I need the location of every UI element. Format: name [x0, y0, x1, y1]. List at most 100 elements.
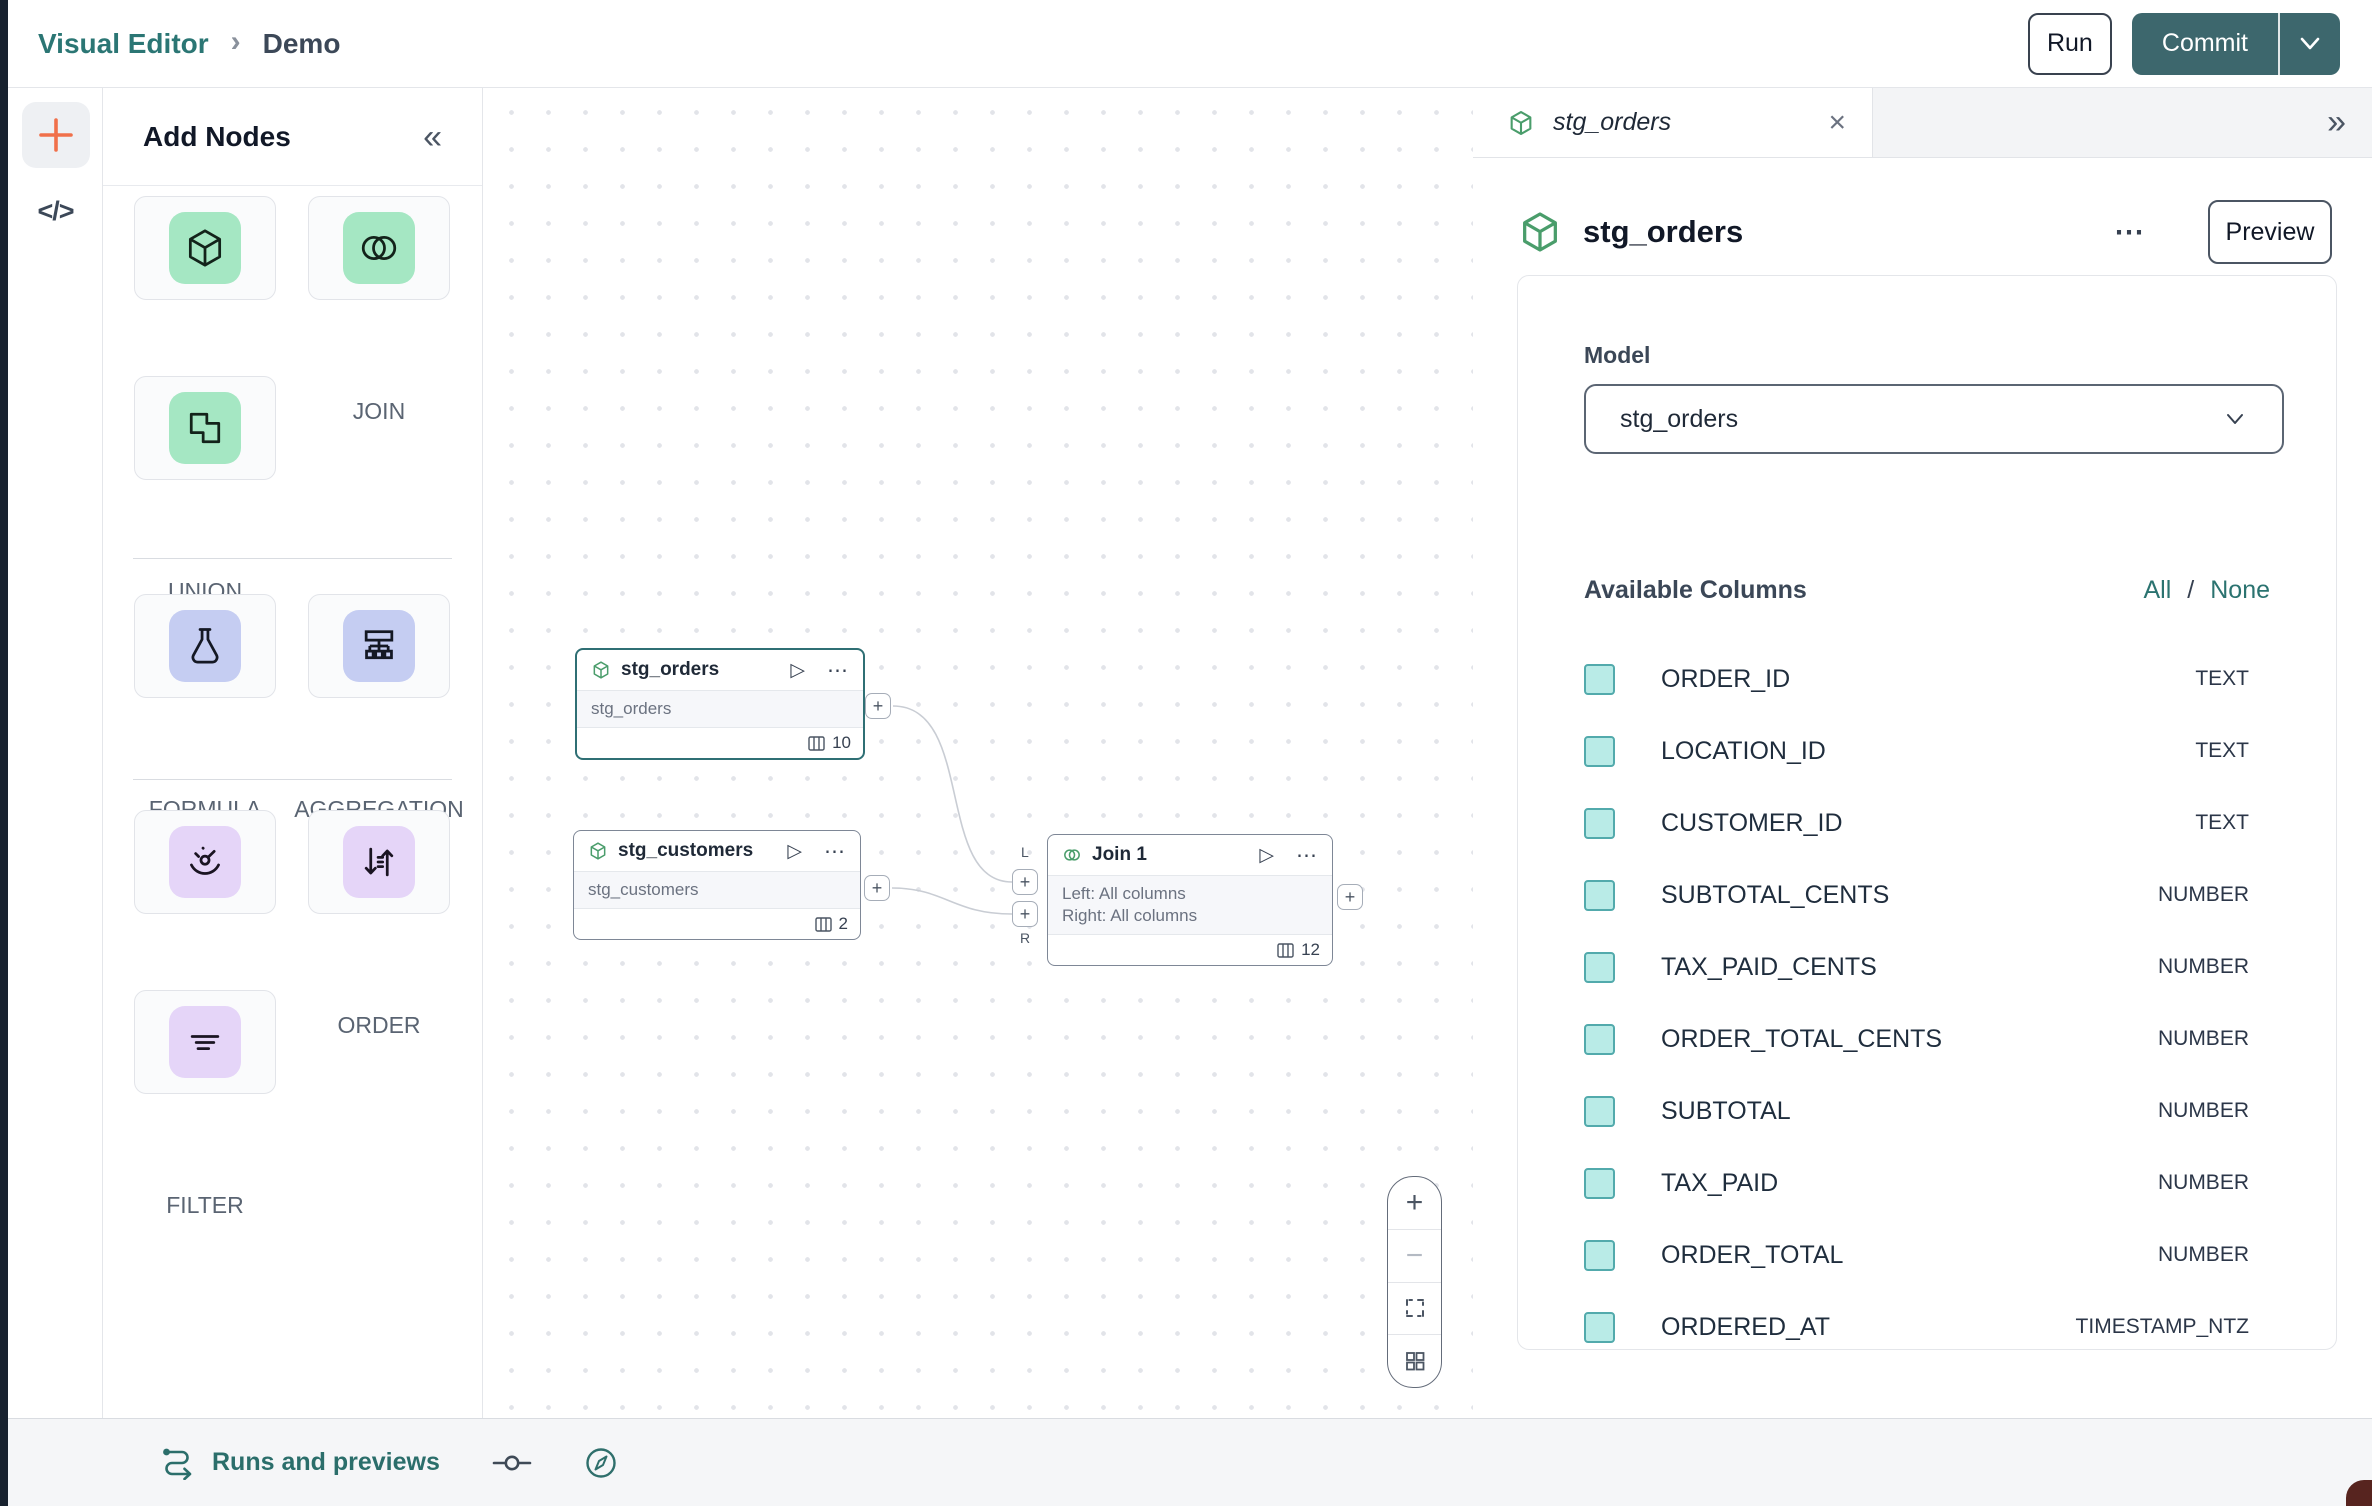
cube-icon: [169, 212, 241, 284]
palette-item-join[interactable]: [308, 196, 450, 300]
play-icon[interactable]: ▷: [787, 840, 802, 862]
column-checkbox[interactable]: [1584, 1023, 1615, 1055]
explore-button[interactable]: [584, 1446, 618, 1480]
column-type: TEXT: [2195, 811, 2249, 834]
tab-stg-orders[interactable]: stg_orders ×: [1473, 88, 1873, 157]
code-view-button[interactable]: </>: [37, 196, 74, 226]
collapse-panel-icon[interactable]: «: [423, 117, 442, 156]
add-node-button[interactable]: [22, 102, 90, 168]
grid-icon: [1405, 1352, 1424, 1371]
fit-view-button[interactable]: [1388, 1281, 1441, 1335]
ellipsis-icon[interactable]: ⋯: [2114, 215, 2146, 249]
column-name: SUBTOTAL_CENTS: [1661, 880, 1890, 909]
column-count: 12: [1301, 940, 1320, 959]
runs-and-previews-label: Runs and previews: [212, 1448, 440, 1476]
select-all-link[interactable]: All: [2143, 576, 2172, 604]
port-join-right-input[interactable]: +: [1012, 901, 1038, 927]
zoom-out-button[interactable]: −: [1388, 1228, 1441, 1282]
port-stg-customers-output[interactable]: +: [864, 875, 890, 901]
palette-item-model[interactable]: [134, 196, 276, 300]
auto-layout-button[interactable]: [1388, 1334, 1441, 1387]
ellipsis-icon[interactable]: ⋯: [827, 658, 849, 682]
topbar-actions: Run Commit: [2027, 12, 2340, 75]
column-name: LOCATION_ID: [1661, 736, 1826, 765]
ellipsis-icon[interactable]: ⋯: [1296, 843, 1318, 867]
column-checkbox[interactable]: [1584, 1095, 1615, 1127]
column-checkbox[interactable]: [1584, 1239, 1615, 1271]
preview-button[interactable]: Preview: [2208, 200, 2332, 264]
column-row: SUBTOTAL NUMBER: [1518, 1075, 2336, 1147]
cube-icon: [590, 842, 606, 860]
palette-item-formula[interactable]: [134, 594, 276, 698]
port-stg-orders-output[interactable]: +: [865, 693, 891, 719]
breadcrumb-visual-editor[interactable]: Visual Editor: [38, 27, 209, 59]
inspector-panel: stg_orders × » stg_orders ⋯ Preview Mode…: [1473, 88, 2372, 1418]
run-button[interactable]: Run: [2027, 12, 2112, 75]
runs-and-previews-button[interactable]: Runs and previews: [160, 1446, 440, 1480]
port-join-output[interactable]: +: [1337, 884, 1363, 910]
node-title: Join 1: [1092, 844, 1147, 865]
column-type: NUMBER: [2157, 883, 2249, 906]
column-checkbox[interactable]: [1584, 1311, 1615, 1343]
palette-item-aggregation[interactable]: [308, 594, 450, 698]
commit-dropdown-button[interactable]: [2280, 13, 2340, 75]
breadcrumb: Visual Editor › Demo: [38, 24, 340, 61]
expand-panel-icon[interactable]: »: [2327, 103, 2346, 141]
model-select[interactable]: stg_orders: [1584, 384, 2284, 454]
node-config-card: Model stg_orders Available Columns All /…: [1517, 275, 2337, 1350]
node-stg-customers[interactable]: stg_customers ▷ ⋯ stg_customers 2: [573, 830, 861, 940]
commit-button[interactable]: Commit: [2161, 29, 2248, 57]
git-commit-button[interactable]: [492, 1452, 532, 1474]
available-columns-title: Available Columns: [1584, 576, 1807, 604]
palette-divider: [133, 558, 452, 559]
column-name: ORDER_TOTAL: [1661, 1240, 1844, 1269]
column-checkbox[interactable]: [1584, 951, 1615, 983]
palette-item-filter[interactable]: [134, 990, 276, 1094]
commit-split-button: Commit: [2131, 12, 2340, 75]
column-checkbox[interactable]: [1584, 879, 1615, 911]
join-icon: [343, 212, 415, 284]
column-checkbox[interactable]: [1584, 1167, 1615, 1199]
union-icon: [169, 392, 241, 464]
model-field-label: Model: [1584, 342, 1651, 368]
column-checkbox[interactable]: [1584, 807, 1615, 839]
palette-item-union[interactable]: [134, 376, 276, 480]
column-type: NUMBER: [2157, 1027, 2249, 1050]
node-title: stg_customers: [618, 840, 754, 861]
node-join-1[interactable]: Join 1 ▷ ⋯ Left: All columns Right: All …: [1047, 834, 1333, 966]
port-join-left-input[interactable]: +: [1012, 869, 1038, 895]
palette-item-limit[interactable]: [134, 810, 276, 914]
node-stg-orders[interactable]: stg_orders ▷ ⋯ stg_orders 10: [575, 648, 865, 760]
column-type: NUMBER: [2157, 1099, 2249, 1122]
plus-icon: [39, 118, 73, 152]
left-toolbar: </>: [8, 88, 103, 1418]
aggregation-icon: [343, 610, 415, 682]
columns-icon: [814, 916, 832, 932]
play-icon[interactable]: ▷: [1259, 844, 1274, 866]
palette-item-order[interactable]: [308, 810, 450, 914]
breadcrumb-chevron-icon: ›: [230, 24, 241, 58]
cube-icon: [1523, 212, 1557, 252]
help-widget-corner[interactable]: [2346, 1480, 2372, 1506]
column-name: SUBTOTAL: [1661, 1096, 1791, 1125]
flow-canvas[interactable]: stg_orders ▷ ⋯ stg_orders 10 + stg_custo…: [483, 88, 1473, 1418]
column-count: 10: [832, 733, 851, 752]
close-icon[interactable]: ×: [1828, 105, 1846, 139]
bottom-bar: Runs and previews: [8, 1418, 2372, 1506]
inspector-header: stg_orders ⋯ Preview: [1473, 158, 2372, 264]
select-links: All / None: [2143, 576, 2270, 605]
column-checkbox[interactable]: [1584, 663, 1615, 695]
play-icon[interactable]: ▷: [790, 659, 805, 681]
select-none-link[interactable]: None: [2210, 576, 2270, 604]
ellipsis-icon[interactable]: ⋯: [824, 839, 846, 863]
column-type: TEXT: [2195, 739, 2249, 762]
compass-icon: [586, 1447, 616, 1478]
node-body: Left: All columns Right: All columns: [1048, 875, 1332, 935]
runs-flow-icon: [163, 1448, 192, 1480]
column-checkbox[interactable]: [1584, 735, 1615, 767]
column-type: TEXT: [2195, 667, 2249, 690]
zoom-in-button[interactable]: +: [1388, 1177, 1441, 1229]
node-footer: 12: [1048, 935, 1332, 965]
column-type: NUMBER: [2157, 1243, 2249, 1266]
edge-layer: [891, 705, 1013, 915]
